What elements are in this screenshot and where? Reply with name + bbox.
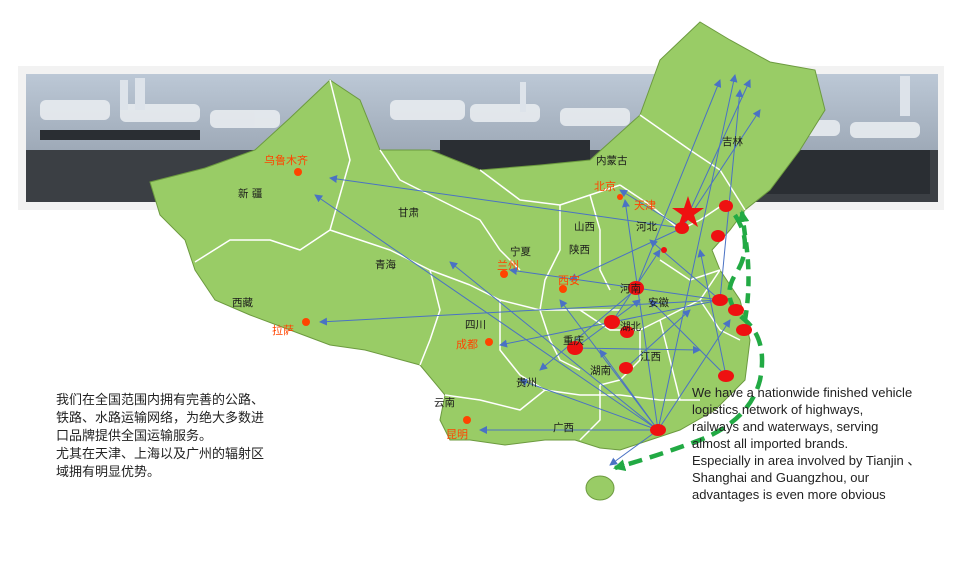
province-label-xizang: 西藏	[232, 297, 253, 309]
city-label-urumqi: 乌鲁木齐	[264, 153, 308, 167]
province-label-gansu: 甘肃	[398, 206, 419, 219]
province-label-qinghai: 青海	[375, 258, 396, 271]
city-label-tianjin: 天津	[634, 199, 656, 212]
province-label-anhui: 安徽	[648, 296, 669, 309]
hub-markers	[567, 200, 752, 436]
province-label-ningxia: 宁夏	[510, 245, 531, 258]
city-label-kunming: 昆明	[446, 428, 468, 441]
province-label-shanxi: 山西	[574, 221, 595, 233]
city-label-chengdu: 成都	[456, 338, 478, 351]
province-label-jilin: 吉林	[722, 135, 743, 148]
description-chinese: 我们在全国范围内拥有完善的公路、 铁路、水路运输网络，为绝大多数进 口品牌提供全…	[56, 393, 265, 480]
description-english: We have a nationwide finished vehicle lo…	[692, 385, 921, 502]
hainan-island	[585, 475, 615, 501]
province-label-hubei: 湖北	[620, 321, 641, 333]
capital-star-icon	[672, 196, 704, 227]
province-label-shaanxi: 陕西	[569, 243, 590, 256]
province-label-sichuan: 四川	[465, 319, 486, 331]
province-label-hunan: 湖南	[590, 364, 611, 377]
city-markers	[294, 168, 623, 424]
province-label-yunnan: 云南	[434, 396, 455, 409]
city-label-lanzhou: 兰州	[497, 259, 519, 272]
province-label-neimenggu: 内蒙古	[596, 154, 628, 167]
province-label-hebei: 河北	[636, 221, 657, 233]
province-label-jiangxi: 江西	[640, 351, 661, 363]
province-label-xinjiang: 新 疆	[238, 187, 263, 200]
city-label-beijing: 北京	[594, 179, 616, 193]
province-label-henan: 河南	[620, 282, 641, 295]
province-labels: 新 疆 西藏 青海 甘肃 内蒙古 吉林 宁夏 山西 陕西 河北 四川 重庆 河南…	[232, 135, 743, 434]
province-label-guangxi: 广西	[553, 422, 574, 434]
province-label-guizhou: 贵州	[516, 376, 537, 389]
city-label-xian: 西安	[558, 273, 580, 287]
city-label-lhasa: 拉萨	[272, 323, 294, 337]
province-label-chongqing: 重庆	[563, 334, 584, 347]
sea-route	[613, 210, 765, 471]
route-arrows	[314, 74, 761, 466]
city-labels: 乌鲁木齐 北京 天津 兰州 西安 拉萨 成都 昆明	[264, 153, 656, 441]
